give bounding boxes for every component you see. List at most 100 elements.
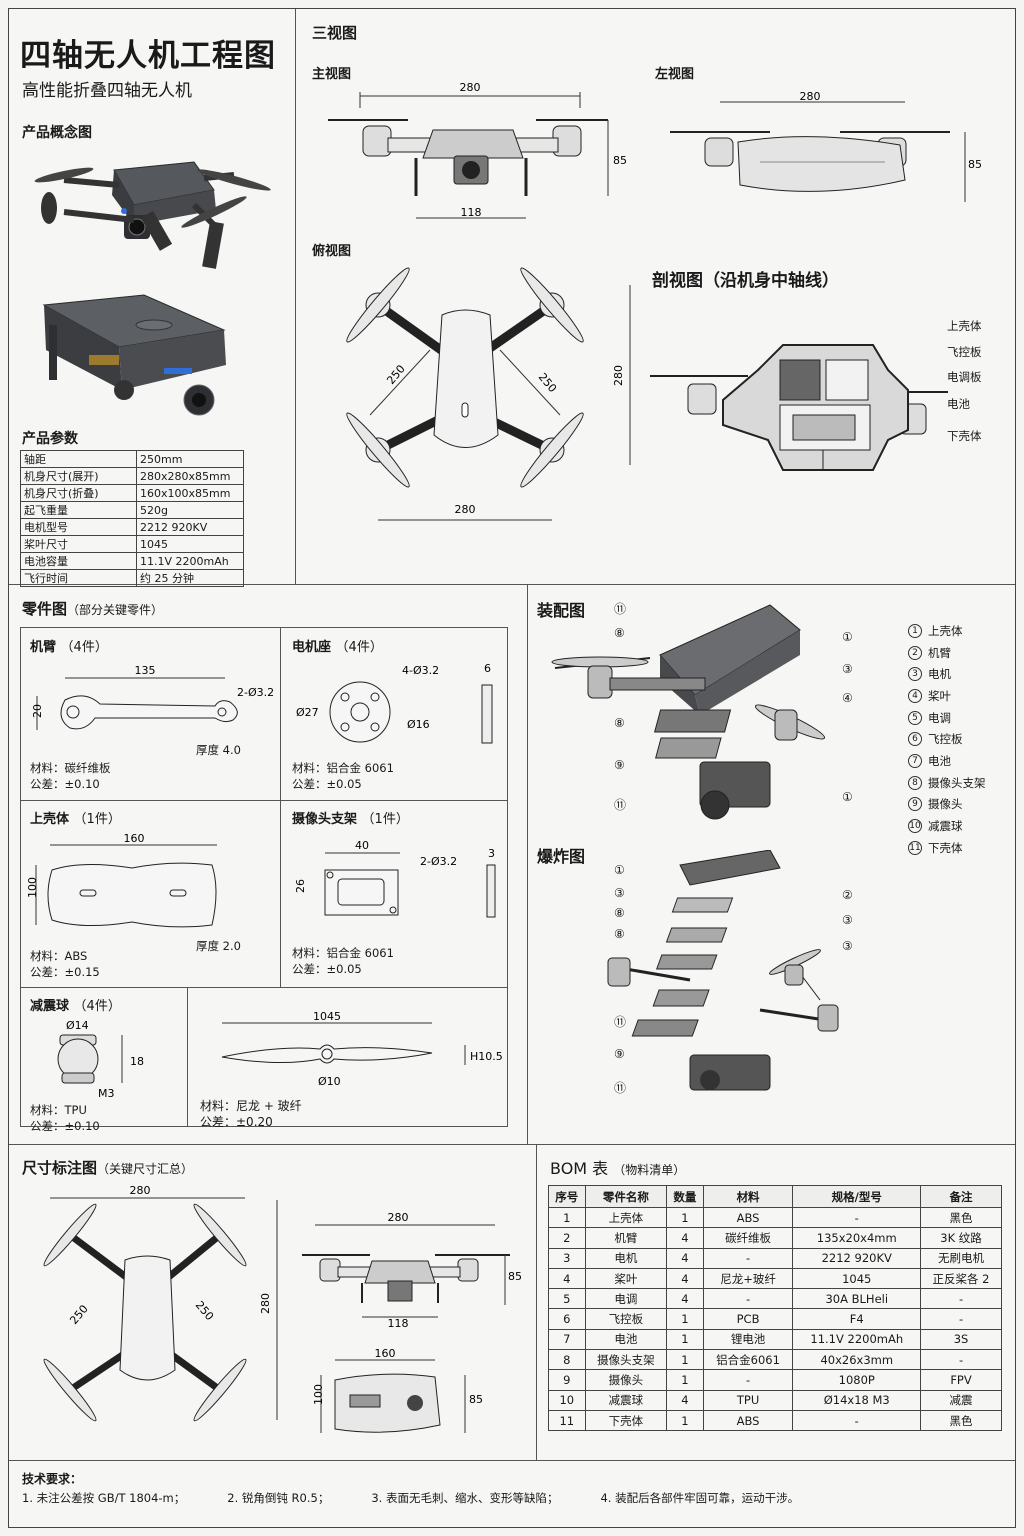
- left-view-label: 左视图: [655, 67, 695, 82]
- legend-label: 电调: [928, 710, 951, 725]
- legend-item: 4 桨叶: [908, 685, 986, 707]
- svg-text:Ø14: Ø14: [66, 1019, 89, 1032]
- legend-number: 1: [908, 623, 922, 638]
- bom-cell: -: [792, 1206, 922, 1229]
- bom-cell: ABS: [702, 1409, 794, 1432]
- bom-cell: 4: [666, 1288, 704, 1310]
- part-arm-title: 机臂 （4件）: [30, 640, 108, 655]
- page-title: 四轴无人机工程图: [20, 38, 276, 74]
- param-value: 1045: [136, 535, 244, 553]
- front-view-drawing: 280 118 85: [328, 81, 627, 219]
- bom-cell: 1: [666, 1349, 704, 1371]
- param-value: 约 25 分钟: [136, 569, 244, 587]
- svg-text:3: 3: [488, 847, 495, 860]
- callout-number: ⑧: [614, 927, 625, 941]
- front-dim-width: 280: [460, 81, 481, 94]
- legend-label: 下壳体: [928, 840, 963, 855]
- param-name: 轴距: [20, 450, 137, 468]
- bom-header: 零件名称: [584, 1185, 668, 1208]
- bom-header: 数量: [666, 1185, 704, 1208]
- bom-cell: -: [792, 1409, 922, 1432]
- param-value: 2212 920KV: [136, 518, 244, 536]
- bom-cell: 桨叶: [584, 1267, 668, 1290]
- legend-label: 上壳体: [928, 623, 963, 638]
- param-name: 机身尺寸(折叠): [20, 484, 137, 502]
- bom-cell: 1: [548, 1206, 586, 1229]
- concept-label: 产品概念图: [22, 125, 92, 141]
- bom-cell: 黑色: [920, 1206, 1002, 1229]
- bom-cell: 减震: [920, 1389, 1002, 1411]
- svg-text:85: 85: [968, 158, 982, 171]
- param-name: 桨叶尺寸: [20, 535, 137, 553]
- bom-cell: -: [920, 1308, 1002, 1330]
- svg-text:18: 18: [130, 1055, 144, 1068]
- divider: [9, 584, 1015, 585]
- part-cam-title: 摄像头支架 （1件）: [292, 812, 409, 827]
- param-name: 电池容量: [20, 552, 137, 570]
- svg-text:20: 20: [31, 704, 44, 718]
- exploded-drawing: [607, 850, 839, 1091]
- page-subtitle: 高性能折叠四轴无人机: [22, 81, 192, 101]
- bom-cell: 黑色: [920, 1409, 1002, 1432]
- svg-text:M3: M3: [98, 1087, 115, 1100]
- svg-text:100: 100: [26, 877, 39, 898]
- param-value: 11.1V 2200mAh: [136, 552, 244, 570]
- svg-text:6: 6: [484, 662, 491, 675]
- drone-render-open: [34, 161, 271, 269]
- bom-cell: 无刷电机: [920, 1247, 1002, 1269]
- bom-cell: 1: [666, 1369, 704, 1391]
- bom-cell: 1045: [792, 1267, 922, 1290]
- bom-cell: 4: [548, 1267, 586, 1290]
- svg-text:250: 250: [67, 1302, 90, 1326]
- svg-text:160: 160: [124, 832, 145, 845]
- divider: [536, 1144, 537, 1460]
- section-view-drawing: [650, 344, 948, 471]
- bom-cell: 上壳体: [584, 1206, 668, 1229]
- callout-number: ⑪: [614, 1015, 627, 1029]
- svg-text:250: 250: [384, 362, 407, 386]
- legend-number: 4: [908, 688, 922, 703]
- callout-number: ⑪: [614, 1081, 627, 1095]
- bom-header: 材料: [702, 1185, 794, 1208]
- bom-cell: 9: [548, 1369, 586, 1391]
- assembly-drawing: [551, 604, 826, 820]
- mount-drawing: 4-Ø3.2 Ø27 Ø16 6: [296, 662, 493, 744]
- bom-cell: Ø14x18 M3: [792, 1389, 922, 1411]
- legend-label: 桨叶: [928, 688, 951, 703]
- top-view-label: 俯视图: [312, 244, 352, 259]
- bom-cell: 锂电池: [702, 1328, 794, 1351]
- bom-header: 规格/型号: [792, 1185, 922, 1208]
- shell-drawing: 160 100: [26, 832, 217, 928]
- bom-cell: -: [920, 1288, 1002, 1310]
- legend-number: 11: [908, 840, 922, 855]
- dims-title: 尺寸标注图（关键尺寸汇总）: [22, 1159, 194, 1177]
- bom-cell: PCB: [702, 1308, 794, 1330]
- param-row: 机身尺寸(折叠)160x100x85mm: [20, 484, 244, 502]
- legend-number: 9: [908, 797, 922, 812]
- exploded-title: 爆炸图: [537, 847, 586, 866]
- svg-text:85: 85: [508, 1270, 522, 1283]
- svg-text:280: 280: [388, 1211, 409, 1224]
- param-name: 机身尺寸(展开): [20, 467, 137, 485]
- svg-text:118: 118: [461, 206, 482, 219]
- legend-item: 11 下壳体: [908, 837, 986, 859]
- bom-cell: 4: [666, 1247, 704, 1269]
- svg-text:280: 280: [259, 1293, 272, 1314]
- bom-cell: 铝合金6061: [702, 1349, 794, 1371]
- bom-header: 备注: [920, 1185, 1002, 1208]
- section-callout: 下壳体: [947, 429, 982, 443]
- bom-cell: 8: [548, 1349, 586, 1371]
- svg-text:Ø27: Ø27: [296, 706, 319, 719]
- part-shell-title: 上壳体 （1件）: [30, 812, 121, 827]
- bom-cell: 4: [666, 1267, 704, 1290]
- param-value: 250mm: [136, 450, 244, 468]
